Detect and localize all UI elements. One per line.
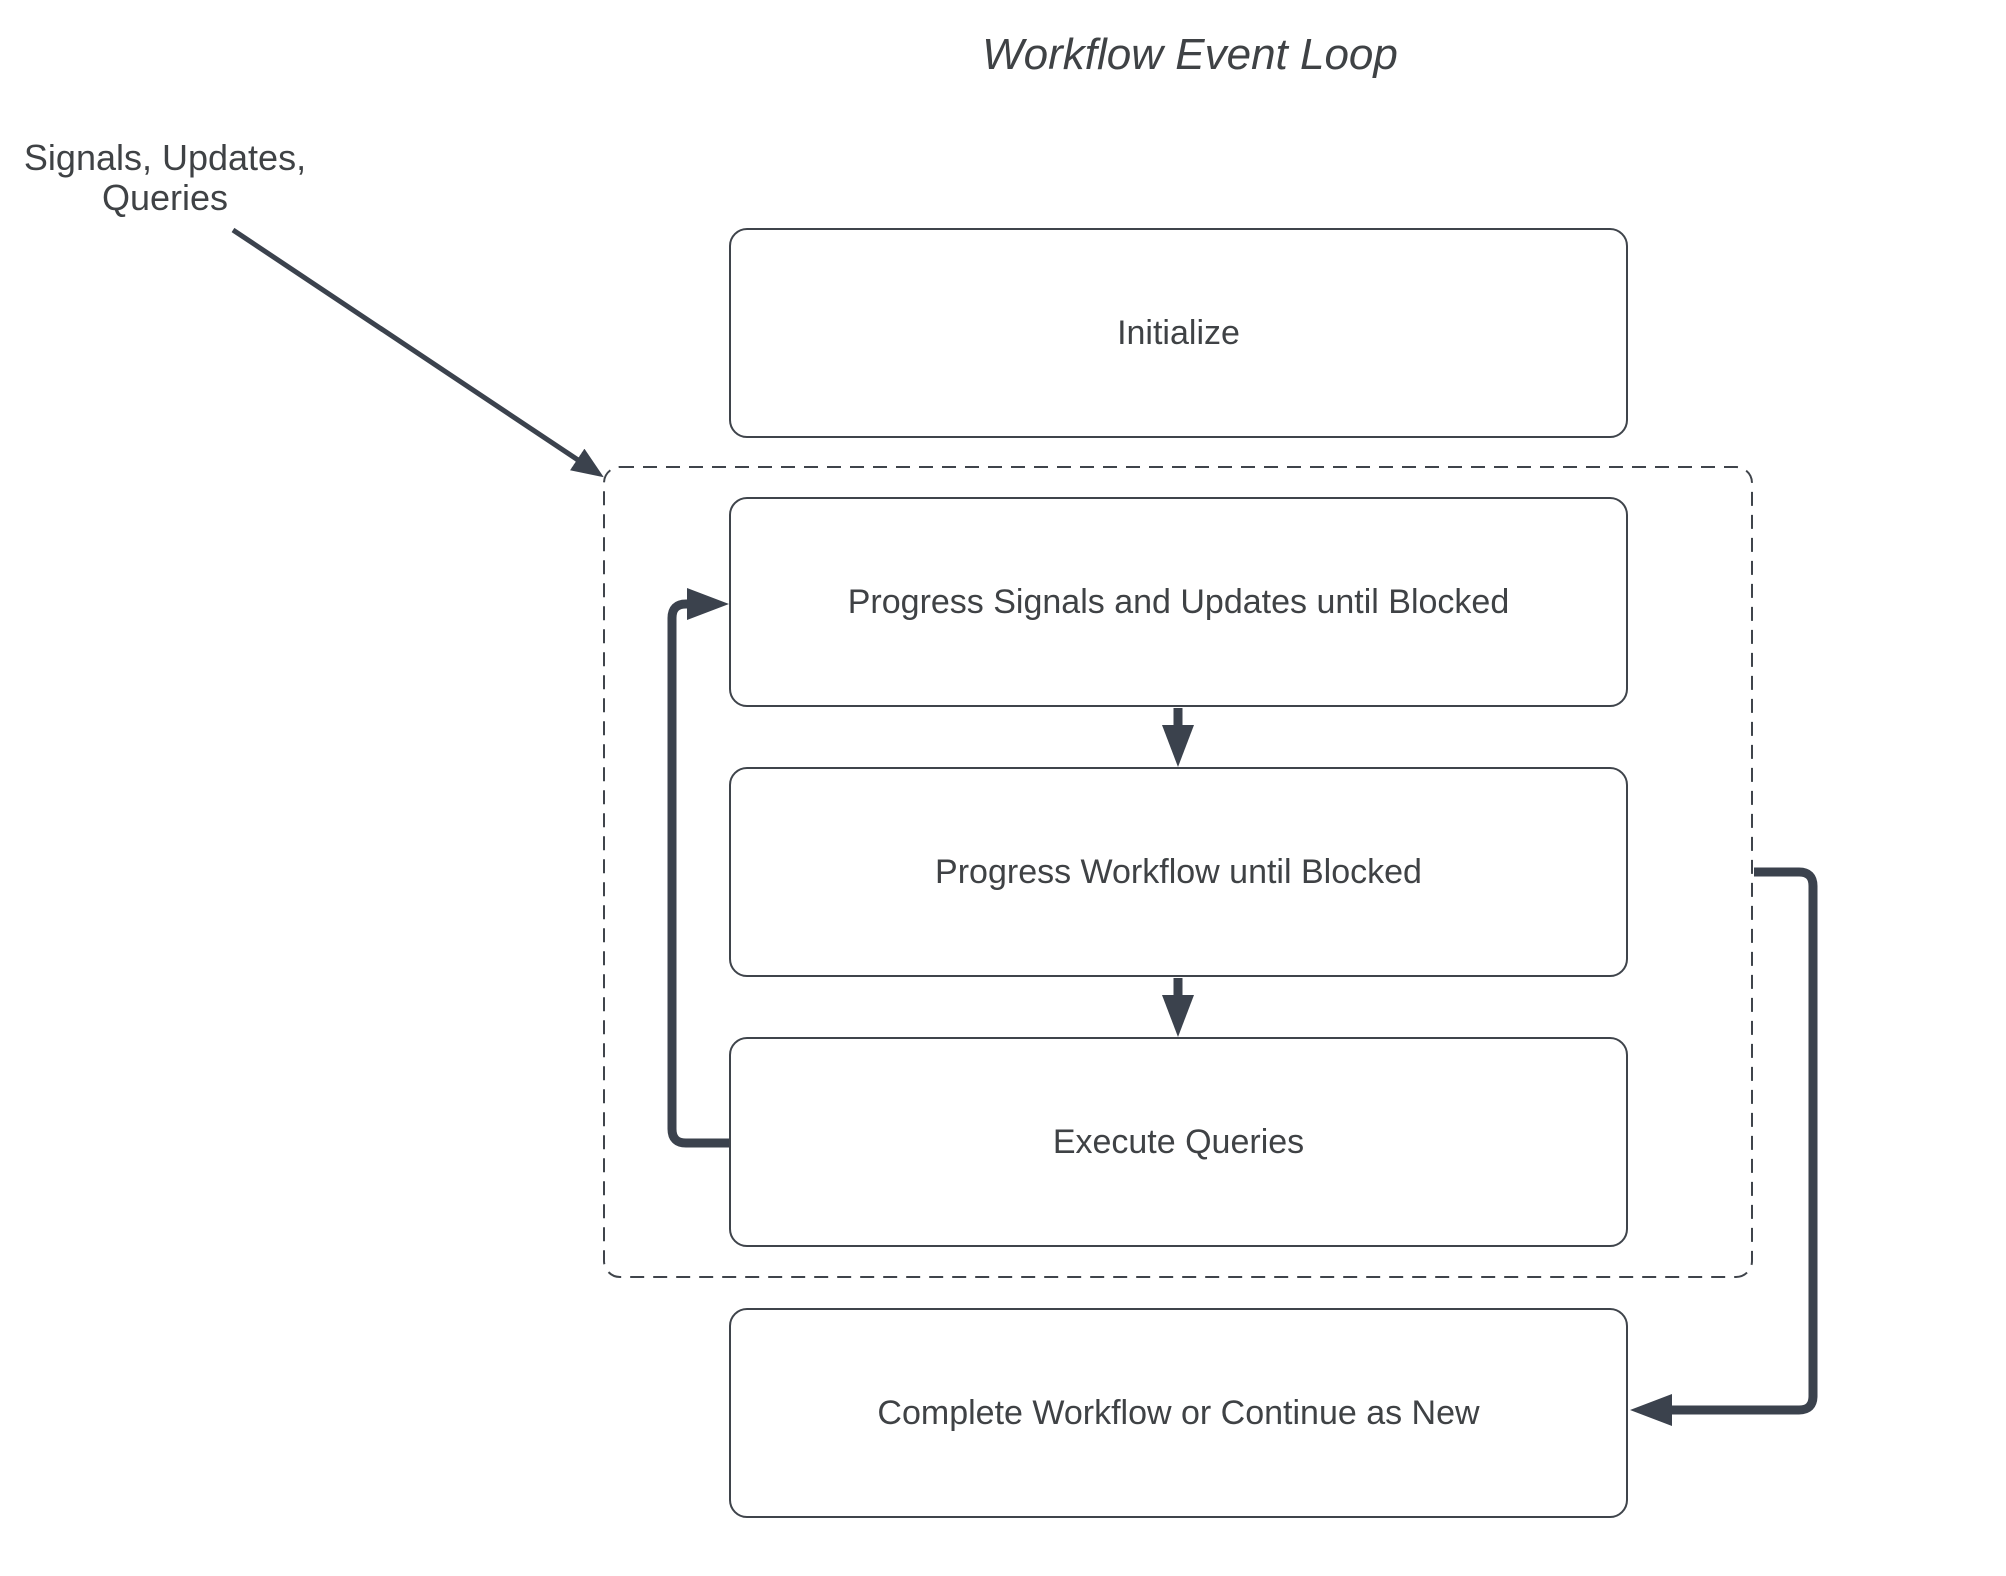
diagram-title: Workflow Event Loop <box>982 30 1398 79</box>
node-execute-queries: Execute Queries <box>729 1037 1628 1247</box>
node-initialize: Initialize <box>729 228 1628 438</box>
arrow-queries-back-to-signals <box>667 588 729 1148</box>
node-complete-or-continue-as-new: Complete Workflow or Continue as New <box>729 1308 1628 1518</box>
signals-annotation-arrow <box>231 227 604 478</box>
node-initialize-label: Initialize <box>1117 313 1240 352</box>
signals-updates-queries-label: Signals, Updates, Queries <box>23 137 307 218</box>
node-progress-signals-updates-label: Progress Signals and Updates until Block… <box>847 582 1510 621</box>
node-progress-signals-updates: Progress Signals and Updates until Block… <box>729 497 1628 707</box>
node-progress-workflow: Progress Workflow until Blocked <box>729 767 1628 977</box>
arrow-exit-to-complete <box>1630 867 1818 1426</box>
node-complete-or-continue-as-new-label: Complete Workflow or Continue as New <box>877 1393 1480 1432</box>
node-progress-workflow-label: Progress Workflow until Blocked <box>935 852 1422 891</box>
node-execute-queries-label: Execute Queries <box>1052 1122 1305 1161</box>
